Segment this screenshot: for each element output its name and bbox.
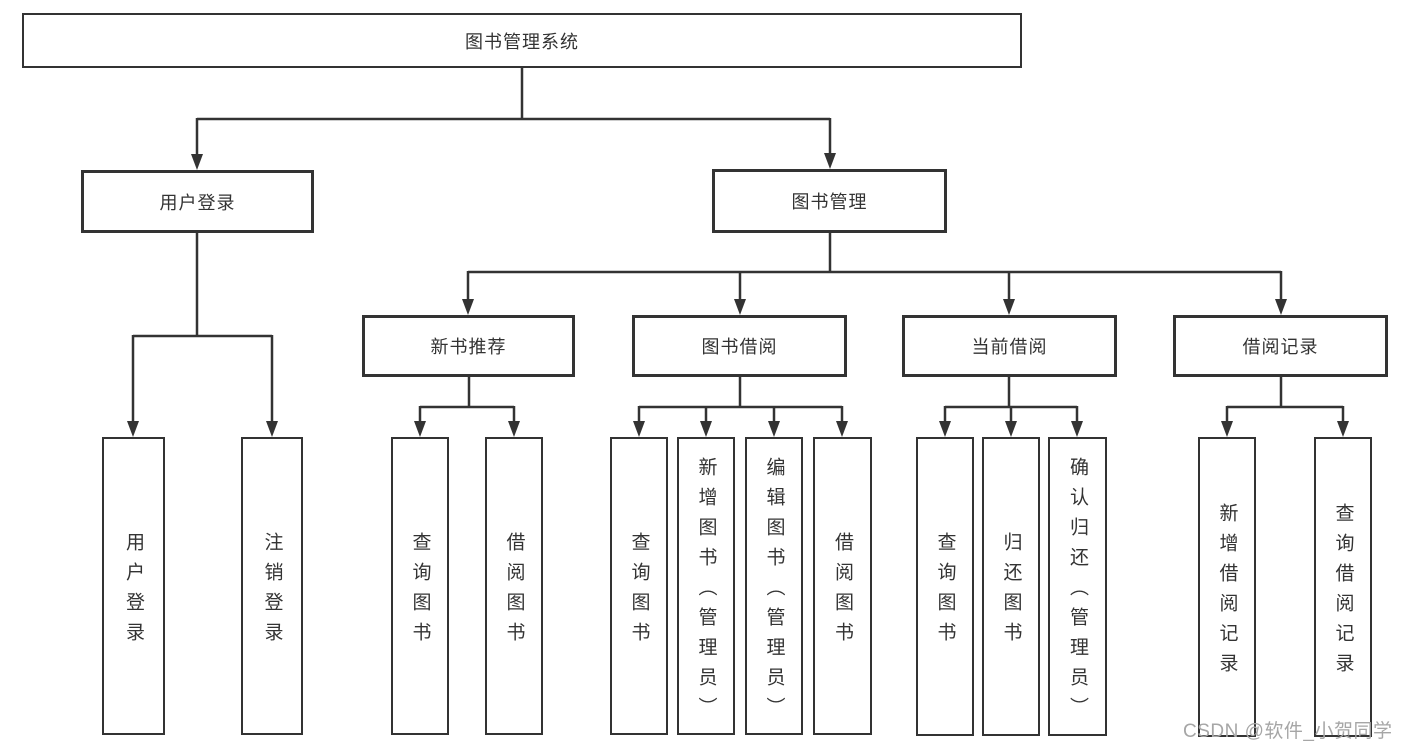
node-label: 用户登录 — [159, 192, 236, 213]
leaf-label: 注销登录 — [261, 531, 283, 652]
leaf-add-books-admin: 新增图书（管理员） — [677, 437, 735, 735]
node-current-borrowing: 当前借阅 — [902, 315, 1117, 377]
node-user-login: 用户登录 — [81, 170, 314, 233]
node-label: 新书推荐 — [430, 337, 507, 357]
node-borrowing-records: 借阅记录 — [1173, 315, 1388, 377]
leaf-query-books-recommend: 查询图书 — [391, 437, 449, 735]
node-label: 当前借阅 — [971, 337, 1048, 357]
node-new-book-recommend: 新书推荐 — [362, 315, 575, 377]
leaf-query-borrow-record: 查询借阅记录 — [1314, 437, 1372, 737]
node-label: 图书管理系统 — [465, 31, 579, 52]
leaf-query-books-borrowing: 查询图书 — [610, 437, 668, 735]
leaf-label: 新增借阅记录 — [1216, 502, 1238, 683]
leaf-confirm-return-admin: 确认归还（管理员） — [1048, 437, 1107, 736]
leaf-label: 查询图书 — [934, 532, 956, 652]
leaf-label: 借阅图书 — [832, 531, 853, 652]
leaf-borrow-books: 借阅图书 — [813, 437, 872, 735]
leaf-label: 确认归还（管理员） — [1067, 457, 1088, 727]
node-label: 借阅记录 — [1242, 337, 1319, 357]
leaf-return-books: 归还图书 — [982, 437, 1040, 736]
leaf-label: 用户登录 — [123, 531, 144, 652]
csdn-watermark: CSDN @软件_小贺同学 — [1183, 721, 1393, 742]
leaf-label: 归还图书 — [1000, 532, 1022, 652]
leaf-label: 借阅图书 — [503, 531, 525, 652]
leaf-logout: 注销登录 — [241, 437, 303, 735]
leaf-label: 查询图书 — [628, 531, 650, 652]
leaf-label: 查询图书 — [409, 531, 431, 652]
node-book-borrowing: 图书借阅 — [632, 315, 847, 377]
leaf-label: 新增图书（管理员） — [695, 456, 717, 727]
leaf-borrow-books-recommend: 借阅图书 — [485, 437, 543, 735]
leaf-user-login: 用户登录 — [102, 437, 165, 735]
leaf-label: 编辑图书（管理员） — [763, 456, 785, 727]
leaf-label: 查询借阅记录 — [1332, 502, 1354, 683]
leaf-query-books-current: 查询图书 — [916, 437, 974, 736]
leaf-add-borrow-record: 新增借阅记录 — [1198, 437, 1256, 737]
node-book-management: 图书管理 — [712, 169, 947, 233]
node-label: 图书管理 — [791, 192, 868, 212]
node-library-management-system: 图书管理系统 — [22, 13, 1022, 68]
leaf-edit-books-admin: 编辑图书（管理员） — [745, 437, 803, 735]
node-label: 图书借阅 — [701, 337, 778, 357]
